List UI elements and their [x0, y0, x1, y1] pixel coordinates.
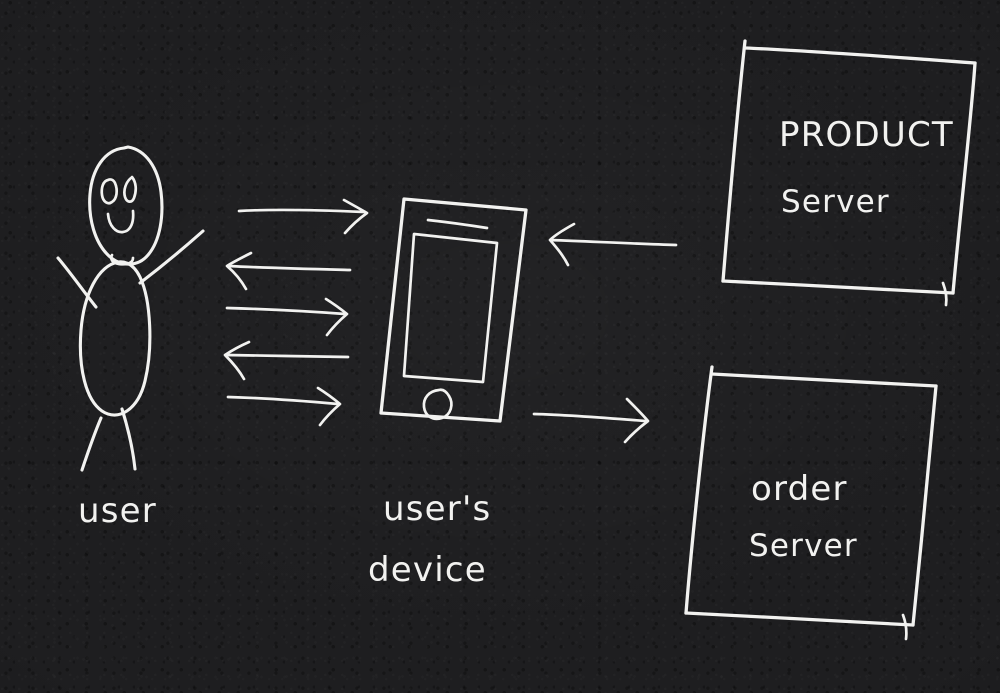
product-server-label-line1: PRODUCT	[779, 115, 954, 155]
user-arm-left	[56, 256, 98, 309]
device-screen	[402, 232, 499, 384]
order-server-box-right	[911, 384, 938, 627]
arrow-shaft	[226, 395, 340, 406]
edge-product-server-to-device	[548, 222, 678, 267]
order-server-label-line2: Server	[749, 528, 858, 564]
user-neck	[109, 253, 135, 266]
arrow-head-left-icon	[548, 222, 576, 267]
node-order-server[interactable]: order Server	[684, 365, 938, 641]
arrow-head-right-icon	[623, 397, 650, 444]
product-server-box-left	[721, 39, 747, 283]
arrow-head-right-icon	[342, 198, 369, 235]
arrow-head-left-icon	[225, 251, 253, 291]
edge-user-to-device-1	[237, 198, 369, 235]
arrow-shaft	[549, 238, 678, 247]
device-label-line1: user's	[383, 489, 491, 529]
order-server-box-top	[710, 372, 938, 388]
user-arm-right	[138, 229, 205, 285]
edge-device-to-user-1	[225, 251, 352, 291]
arrow-head-right-icon	[324, 297, 349, 337]
user-leg-left	[80, 416, 103, 472]
arrow-head-right-icon	[316, 386, 342, 427]
edge-device-to-order-server	[532, 397, 650, 444]
edge-user-to-device-3	[226, 386, 342, 427]
order-server-box-bottom	[684, 611, 915, 627]
arrow-shaft	[226, 264, 352, 272]
device-speaker-icon	[426, 218, 489, 230]
node-user[interactable]: user	[56, 145, 205, 531]
arrow-shaft	[224, 353, 350, 359]
product-server-box-bottom	[721, 279, 955, 295]
device-label-line2: device	[368, 550, 487, 590]
edge-device-to-user-2	[223, 340, 350, 381]
user-smile-icon	[106, 209, 135, 234]
device-home-button-icon[interactable]	[422, 388, 453, 421]
arrow-head-left-icon	[223, 340, 251, 381]
product-server-box-top	[743, 46, 977, 65]
order-server-box-left	[684, 365, 714, 615]
product-server-label-line2: Server	[781, 184, 890, 220]
node-product-server[interactable]: PRODUCT Server	[721, 39, 977, 307]
order-server-label-line1: order	[751, 469, 848, 509]
user-head-icon	[88, 145, 164, 266]
product-server-corner-tick	[941, 281, 948, 307]
user-eye-left-icon	[100, 178, 119, 205]
arrow-shaft	[225, 306, 347, 316]
arrow-shaft	[237, 208, 367, 214]
arrow-shaft	[532, 412, 647, 423]
edge-user-to-device-2	[225, 297, 349, 337]
device-body	[379, 197, 528, 423]
user-label: user	[78, 491, 157, 531]
user-leg-right	[120, 407, 137, 471]
order-server-corner-tick	[901, 613, 908, 641]
node-device[interactable]: user's device	[368, 197, 528, 590]
user-torso	[78, 260, 152, 417]
product-server-box-right	[951, 61, 977, 295]
user-eye-right-icon	[123, 175, 138, 203]
